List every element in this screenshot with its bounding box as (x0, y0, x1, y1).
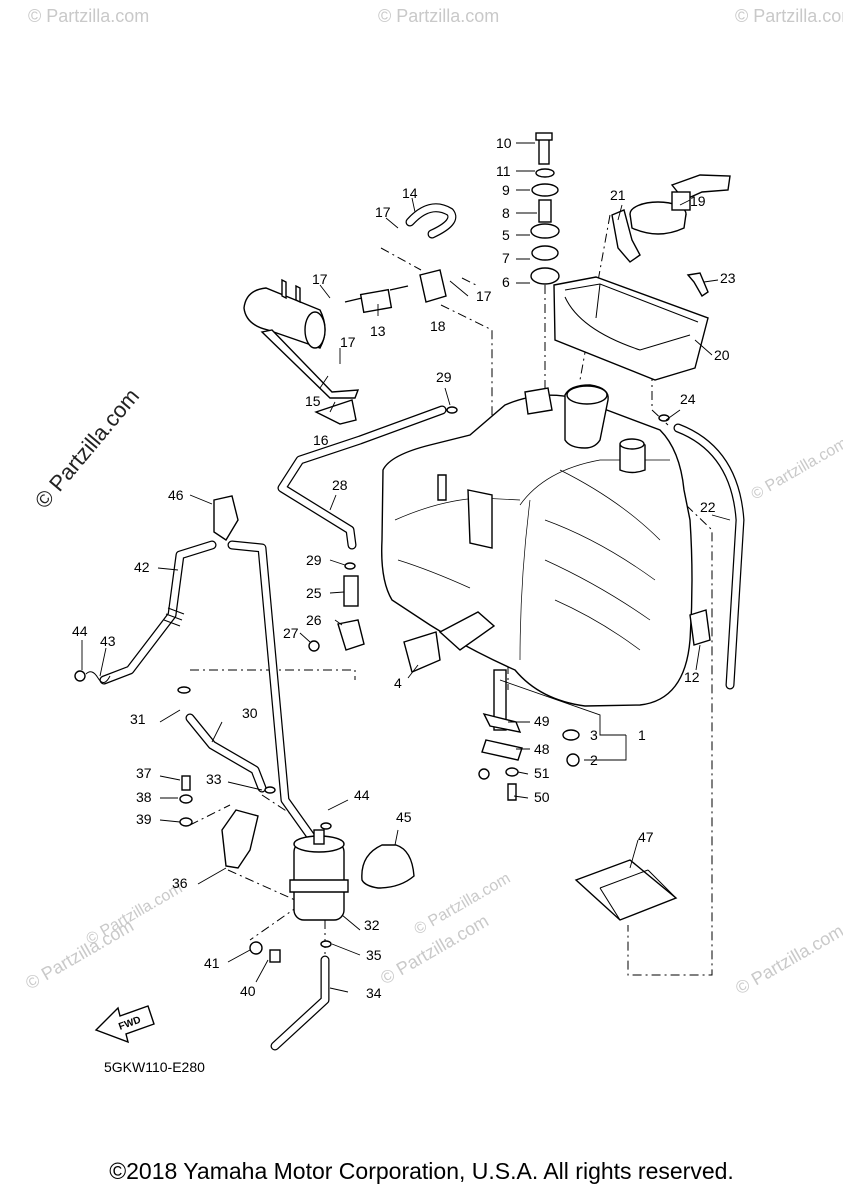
callout-5: 5 (502, 227, 510, 243)
fuel-tank (381, 384, 711, 707)
callout-31: 31 (130, 711, 146, 727)
callout-34: 34 (366, 985, 382, 1001)
callout-7: 7 (502, 250, 510, 266)
callout-8: 8 (502, 205, 510, 221)
callout-14: 14 (402, 185, 418, 201)
callout-46: 46 (168, 487, 184, 503)
watermark-left-strong: © Partzilla.com (30, 384, 144, 514)
watermark-top-right: © Partzilla.com (735, 6, 843, 26)
pump-cover (361, 844, 415, 889)
callout-41: 41 (204, 955, 220, 971)
vent-hose (673, 423, 745, 690)
pump-bracket (221, 809, 259, 869)
fuel-pump-32 (289, 829, 349, 921)
callout-15: 15 (305, 393, 321, 409)
callout-6: 6 (502, 274, 510, 290)
fuel-line-44 (227, 540, 327, 857)
callout-40: 40 (240, 983, 256, 999)
callout-45: 45 (396, 809, 412, 825)
callout-51: 51 (534, 765, 550, 781)
callout-10: 10 (496, 135, 512, 151)
callout-35: 35 (366, 947, 382, 963)
leader-lines (81, 142, 731, 993)
diagram-code: 5GKW110-E280 (104, 1059, 205, 1075)
callout-17-c: 17 (340, 334, 356, 350)
hose-30 (185, 713, 267, 793)
fwd-arrow-icon: FWD (94, 1005, 155, 1044)
hardware (177, 406, 670, 963)
fuel-petcock (478, 669, 523, 801)
hose-clamp-46 (213, 495, 239, 541)
callout-44-b: 44 (354, 787, 370, 803)
fuel-line-42 (74, 540, 217, 685)
callout-17-b: 17 (312, 271, 328, 287)
callout-33: 33 (206, 771, 222, 787)
callout-43: 43 (100, 633, 116, 649)
callout-4: 4 (394, 675, 402, 691)
callouts: 1 2 3 4 5 6 7 8 9 10 11 12 13 14 15 16 1… (72, 135, 736, 1001)
watermark-mid-right: © Partzilla.com (749, 435, 843, 504)
callout-1: 1 (638, 727, 646, 743)
hose-clip (686, 272, 709, 297)
callout-48: 48 (534, 741, 550, 757)
breather-hose (277, 405, 447, 550)
small-hose (405, 203, 457, 239)
callout-2: 2 (590, 752, 598, 768)
callout-12: 12 (684, 669, 700, 685)
fuel-pump-assembly (243, 269, 447, 425)
storage-tray (553, 276, 709, 381)
callout-13: 13 (370, 323, 386, 339)
callout-49: 49 (534, 713, 550, 729)
callout-17-a: 17 (375, 204, 391, 220)
callout-20: 20 (714, 347, 730, 363)
holder-assembly (308, 575, 365, 652)
hose-34 (270, 955, 330, 1051)
watermark-top-left: © Partzilla.com (28, 6, 149, 26)
warning-label (574, 859, 678, 921)
callout-29-a: 29 (436, 369, 452, 385)
callout-3: 3 (590, 727, 598, 743)
callout-22: 22 (700, 499, 716, 515)
callout-42: 42 (134, 559, 150, 575)
callout-16: 16 (313, 432, 329, 448)
callout-25: 25 (306, 585, 322, 601)
callout-24: 24 (680, 391, 696, 407)
callout-19: 19 (690, 193, 706, 209)
watermark-top-center: © Partzilla.com (378, 6, 499, 26)
tank-bracket-4 (403, 631, 441, 673)
watermark-bottom-right: © Partzilla.com (732, 920, 843, 998)
callout-21: 21 (610, 187, 626, 203)
callout-30: 30 (242, 705, 258, 721)
callout-38: 38 (136, 789, 152, 805)
callout-17-d: 17 (476, 288, 492, 304)
callout-44-a: 44 (72, 623, 88, 639)
callout-23: 23 (720, 270, 736, 286)
callout-11: 11 (496, 163, 511, 179)
callout-32: 32 (364, 917, 380, 933)
callout-36: 36 (172, 875, 188, 891)
vent-clip (611, 209, 641, 263)
callout-27: 27 (283, 625, 299, 641)
callout-18: 18 (430, 318, 446, 334)
callout-28: 28 (332, 477, 348, 493)
callout-39: 39 (136, 811, 152, 827)
callout-29-b: 29 (306, 552, 322, 568)
callout-9: 9 (502, 182, 510, 198)
callout-47: 47 (638, 829, 654, 845)
fuel-cap (629, 174, 731, 235)
watermark-mid-left: © Partzilla.com (84, 880, 186, 949)
mounting-stack (530, 132, 560, 285)
callout-50: 50 (534, 789, 550, 805)
callout-37: 37 (136, 765, 152, 781)
copyright-notice: ©2018 Yamaha Motor Corporation, U.S.A. A… (109, 1158, 734, 1184)
callout-26: 26 (306, 612, 322, 628)
